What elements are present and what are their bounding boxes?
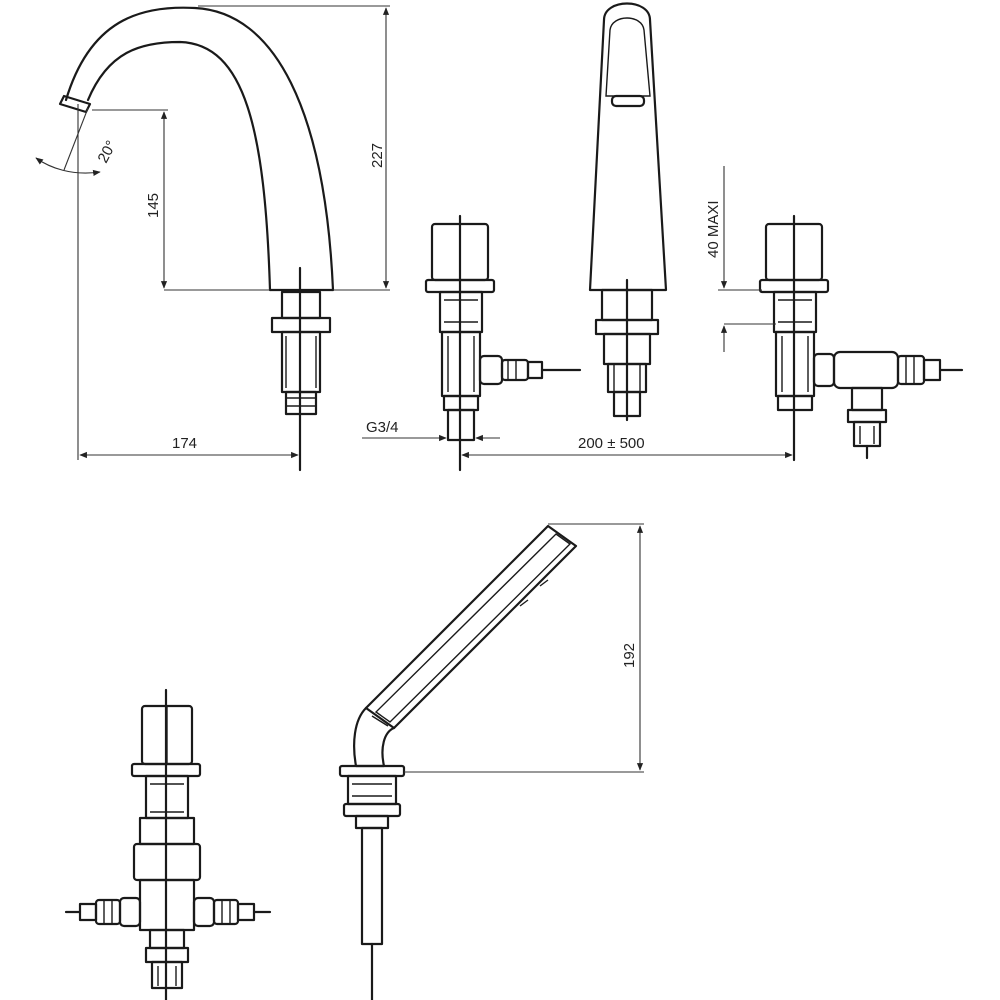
handshower-height-dimension: 192 <box>404 523 644 773</box>
hand-shower-view <box>338 524 578 1000</box>
spout-height-label: 227 <box>369 143 386 168</box>
swivel-angle-label: 20° <box>95 138 121 166</box>
spout-reach-label: 174 <box>172 435 197 452</box>
left-valve-front-view <box>424 214 582 472</box>
spout-side-view <box>58 6 335 472</box>
spout-front-view <box>588 2 668 422</box>
diverter-valve-view <box>64 688 272 1000</box>
spacing-range-label: 200 ± 500 <box>578 435 645 452</box>
spout-height-dimension: 227 <box>198 5 390 291</box>
handshower-height-label: 192 <box>621 643 638 668</box>
thread-size-label: G3/4 <box>366 419 399 436</box>
outlet-height-label: 145 <box>145 193 162 218</box>
spout-reach-dimension: 174 <box>77 104 299 460</box>
right-valve-front-view <box>758 214 964 462</box>
outlet-height-dimension: 145 <box>92 109 270 291</box>
thread-size-dimension: G3/4 <box>362 419 500 442</box>
deck-thickness-dimension: 40 MAXI <box>705 166 776 352</box>
spacing-dimension: 200 ± 500 <box>461 435 793 459</box>
deck-thickness-label: 40 MAXI <box>705 200 722 258</box>
